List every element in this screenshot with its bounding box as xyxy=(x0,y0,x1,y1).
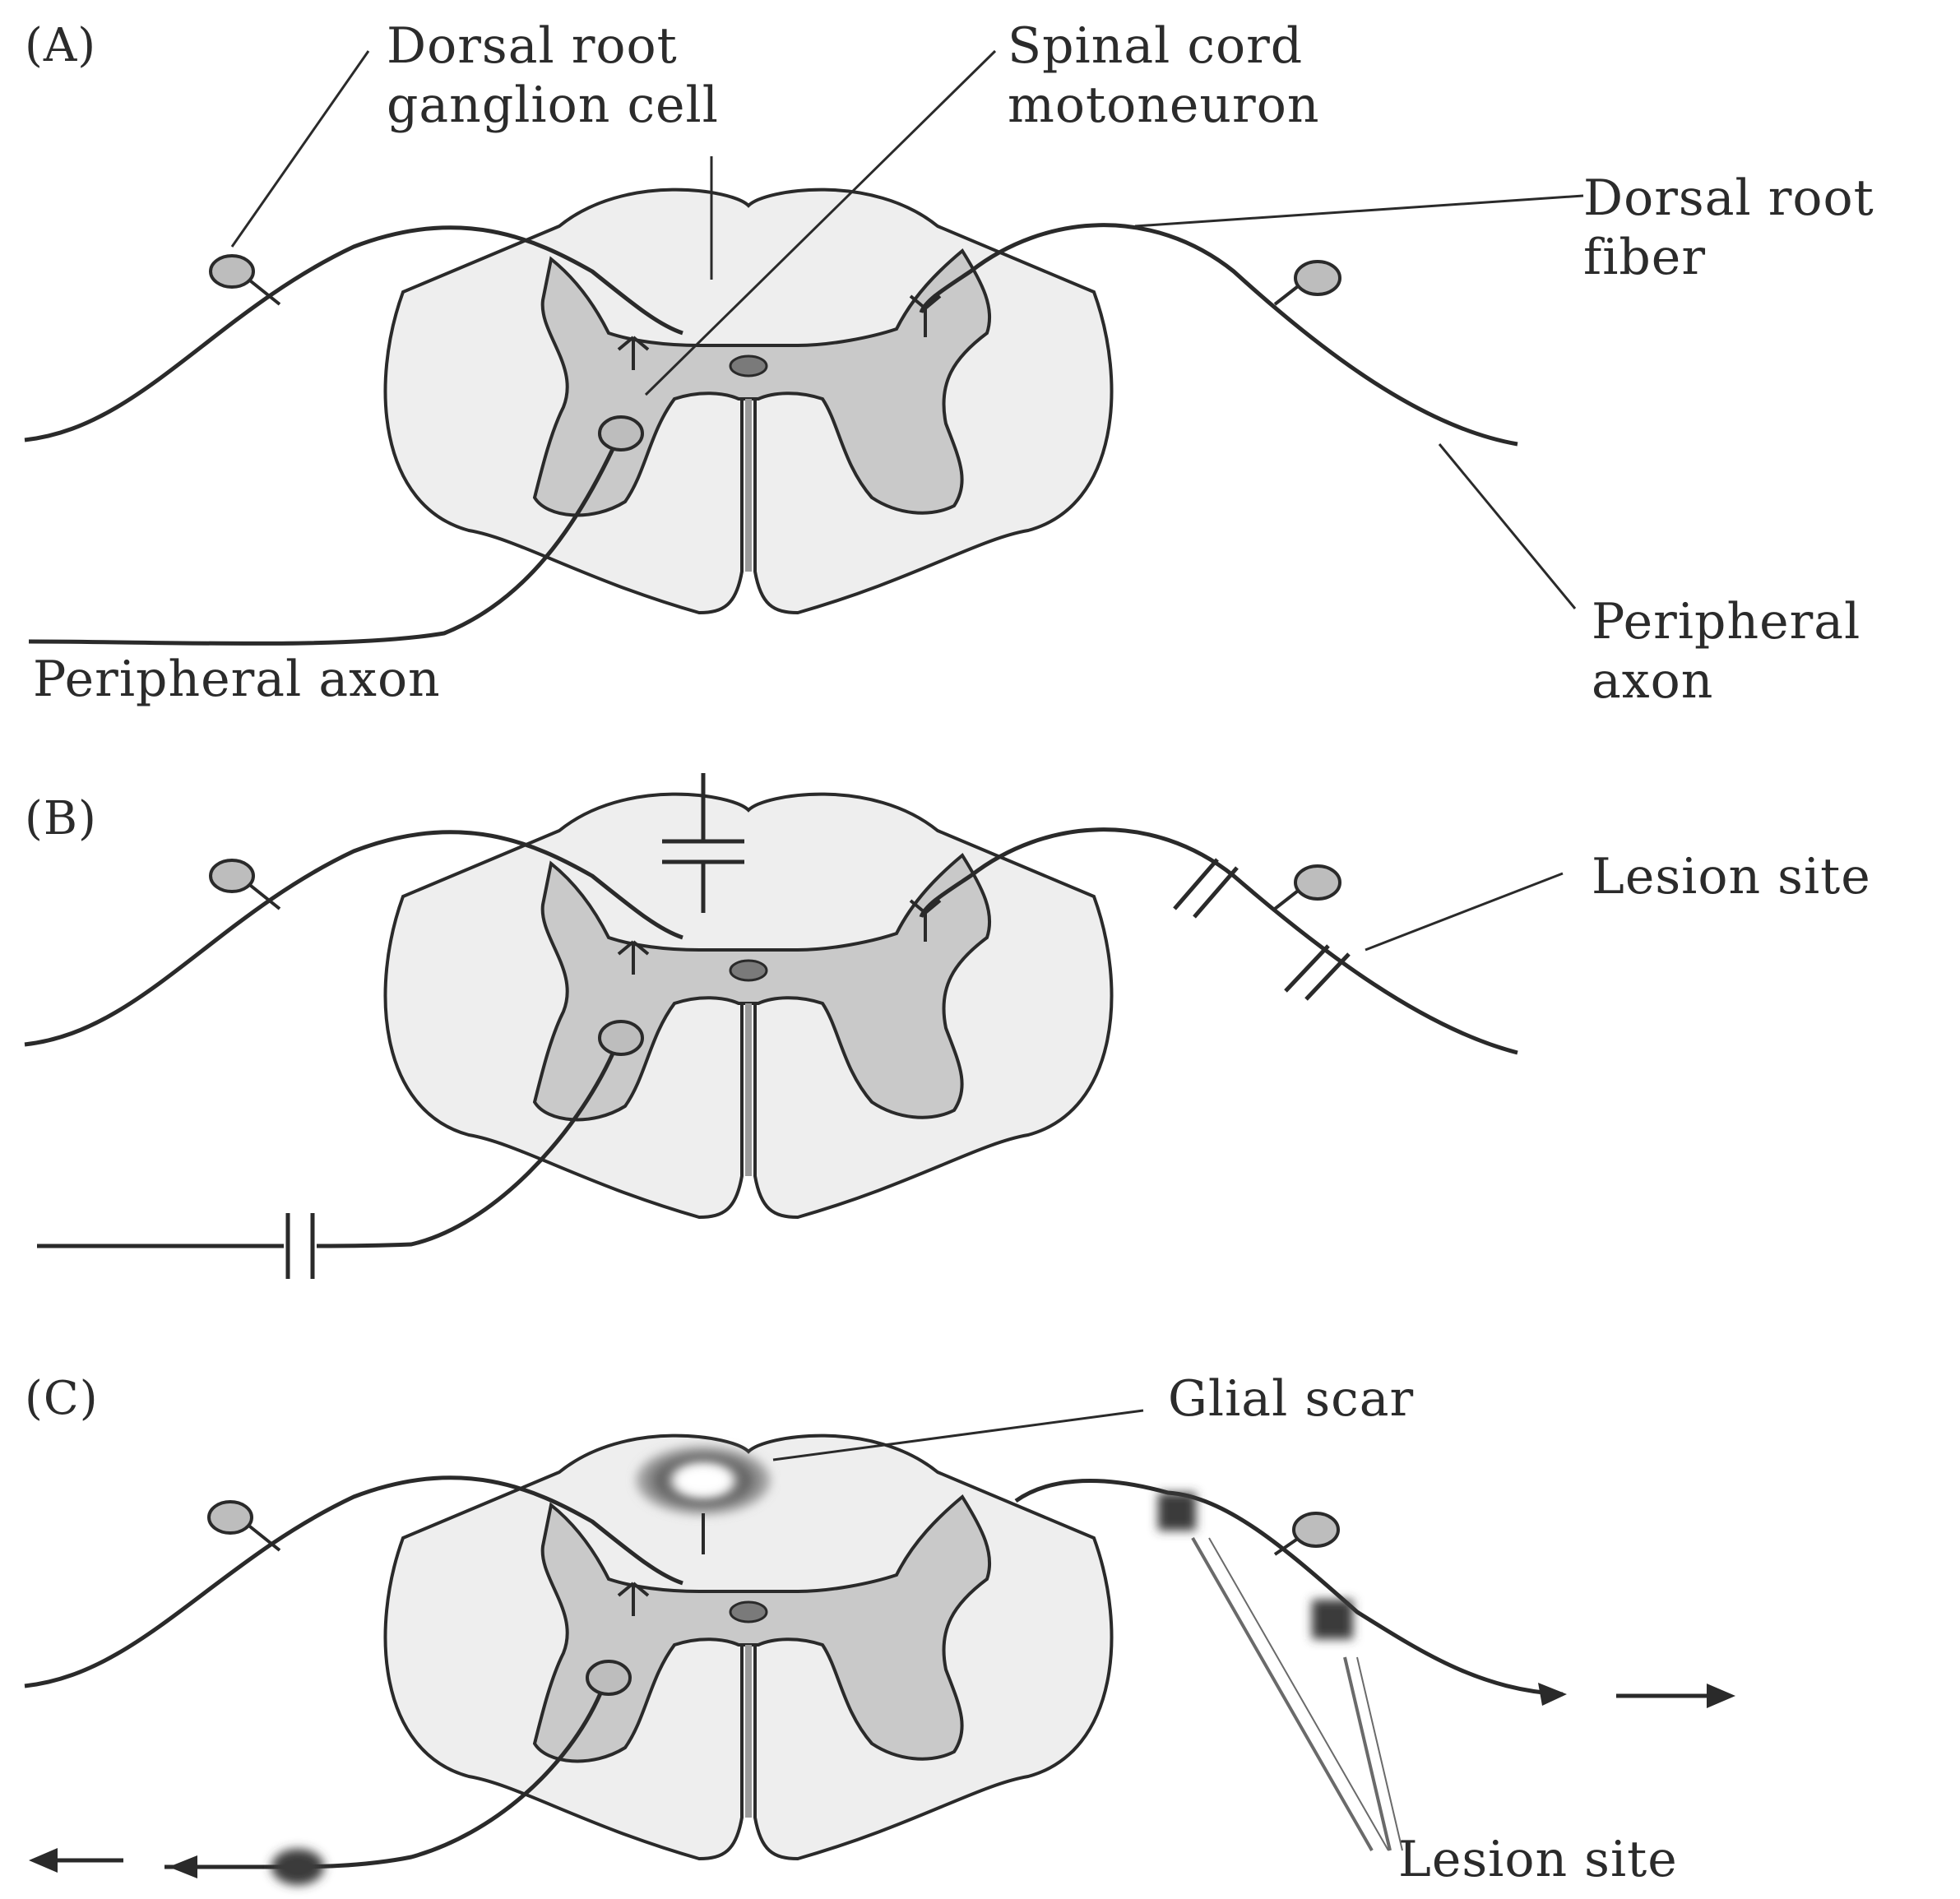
lesion-blob xyxy=(1158,1493,1196,1531)
panel-c xyxy=(25,1410,1735,1885)
drg-cell-left xyxy=(211,256,253,287)
lesion-site-c-label: Lesion site xyxy=(1398,1830,1678,1889)
peripheral-axon-right-label: Peripheral axon xyxy=(1592,592,1860,711)
lesion-mark xyxy=(1175,859,1237,917)
lesion-mark xyxy=(288,1213,313,1279)
drg-cell-left xyxy=(211,860,253,892)
peripheral-axon-left-label: Peripheral axon xyxy=(33,650,441,709)
drg-cell-right xyxy=(1295,262,1340,294)
spinal-cord-cross-section xyxy=(386,190,1112,613)
spinal-cord-cross-section xyxy=(386,794,1112,1217)
panel-a xyxy=(25,51,1583,644)
drg-cell-right xyxy=(1294,1513,1338,1546)
drg-cell-label: Dorsal root ganglion cell xyxy=(387,16,719,135)
lesion-site-b-label: Lesion site xyxy=(1592,847,1871,906)
motoneuron-soma xyxy=(600,417,642,450)
lesion-blob xyxy=(1312,1600,1353,1639)
dorsal-root-fiber-label: Dorsal root fiber xyxy=(1583,169,1874,287)
motoneuron-label: Spinal cord motoneuron xyxy=(1008,16,1320,135)
lesion-mark xyxy=(1286,946,1349,999)
panel-b-label: (B) xyxy=(25,790,97,849)
motoneuron-soma xyxy=(587,1661,630,1694)
motoneuron-soma xyxy=(600,1021,642,1054)
lesion-blob xyxy=(271,1849,324,1885)
panel-b xyxy=(25,773,1563,1279)
drg-cell-right xyxy=(1295,866,1340,899)
panel-a-label: (A) xyxy=(25,16,96,76)
drg-cell-left xyxy=(209,1502,252,1533)
glial-scar-label: Glial scar xyxy=(1168,1369,1414,1429)
panel-c-label: (C) xyxy=(25,1369,99,1429)
